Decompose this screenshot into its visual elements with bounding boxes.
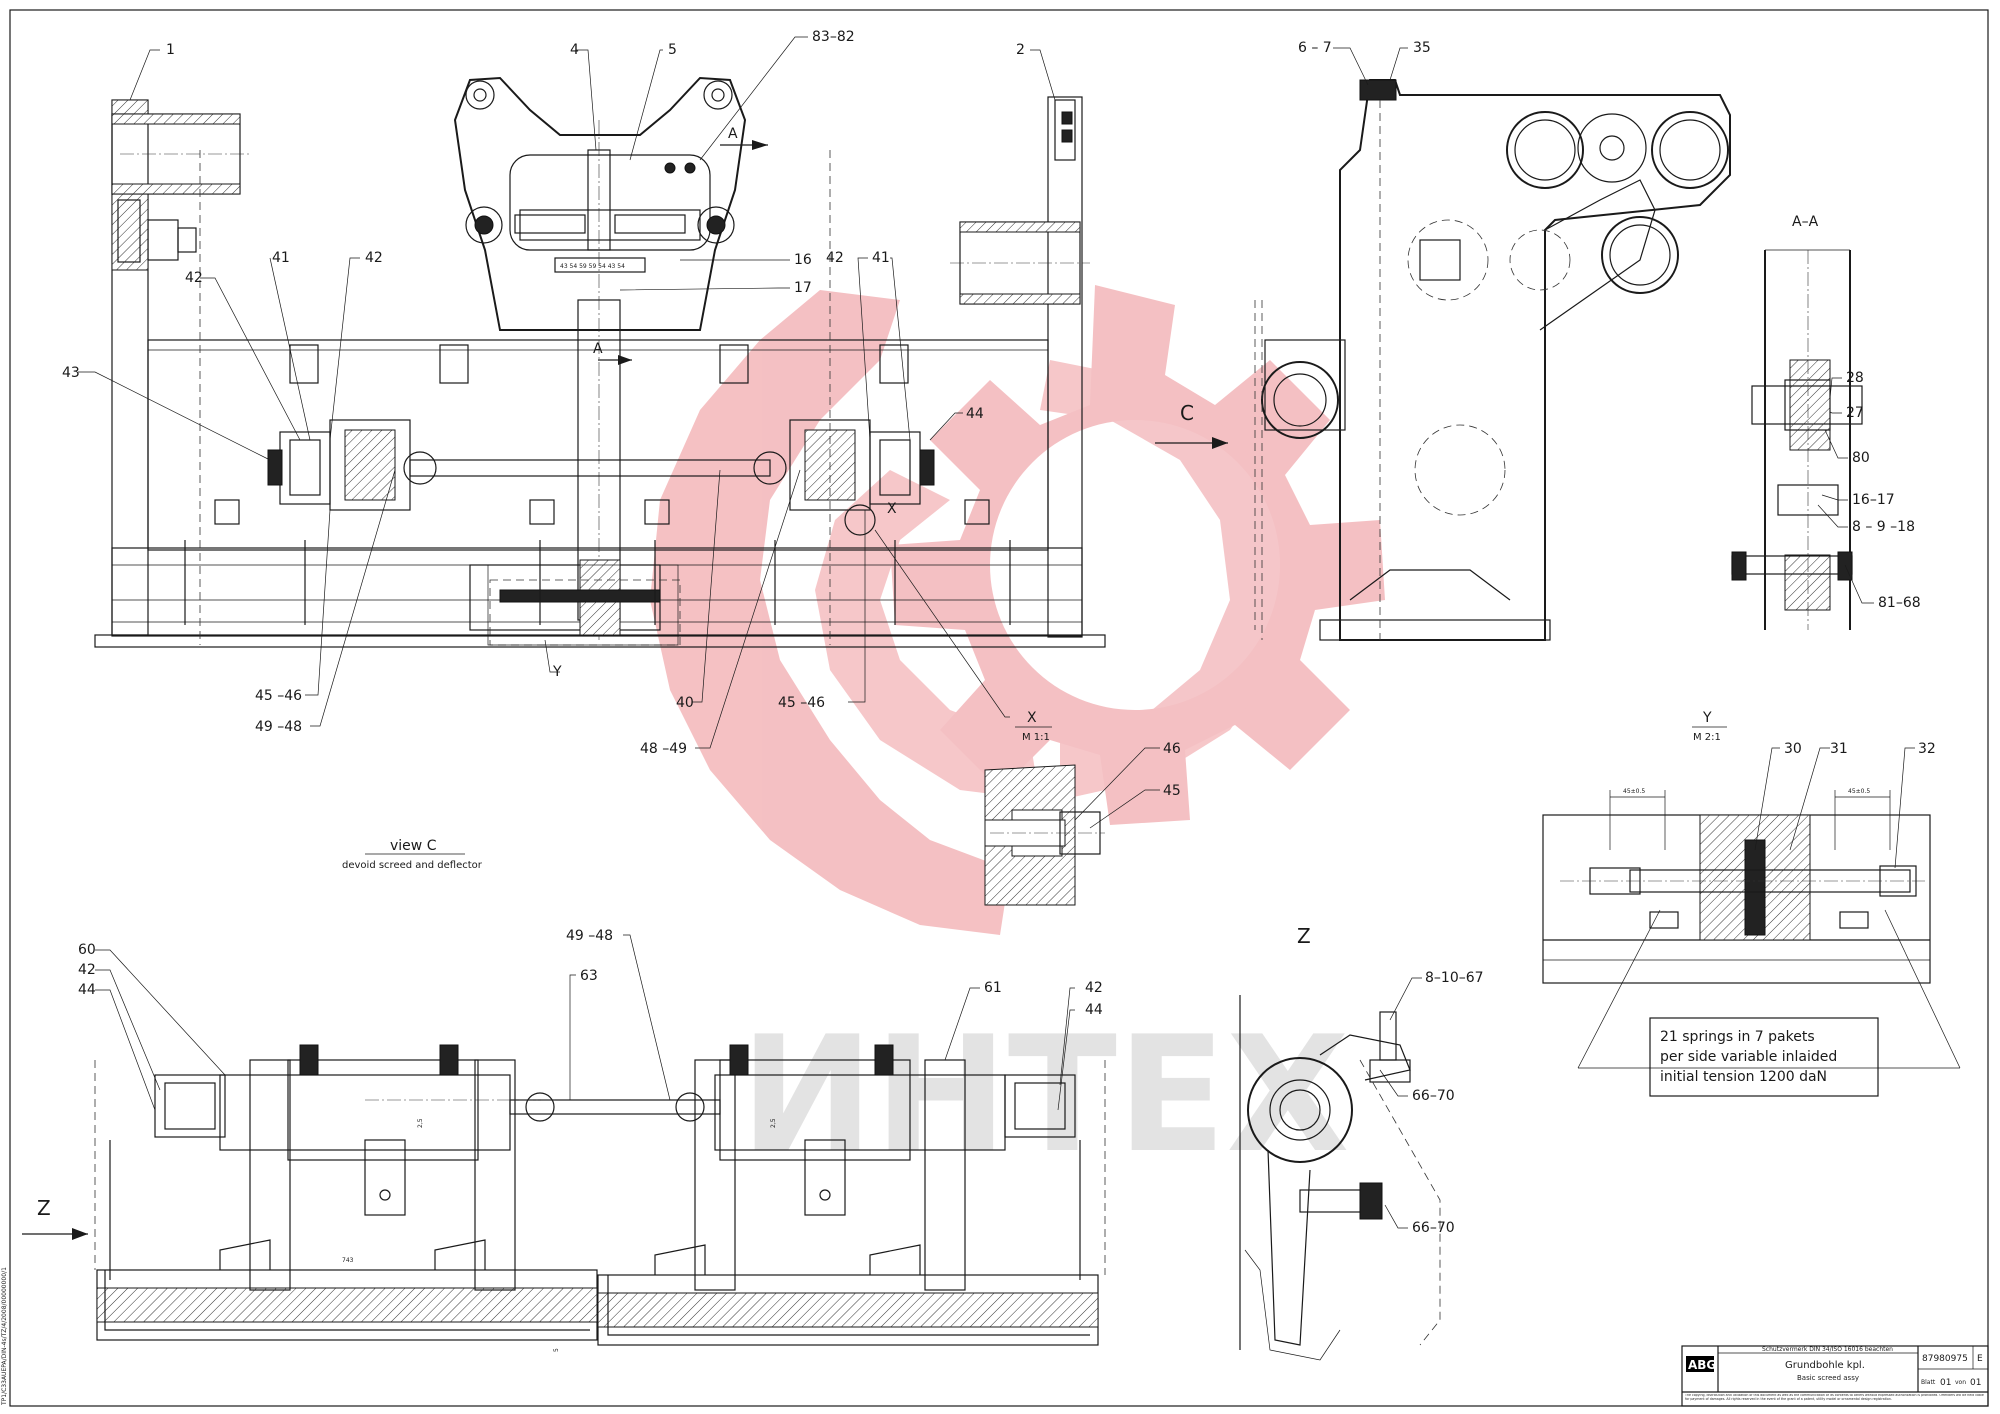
- detail-y-title: Y: [1702, 710, 1712, 726]
- scale-labels: 43 54 59 59 54 43 54: [560, 263, 625, 270]
- callout-42-b: 42: [365, 250, 383, 266]
- section-a-a: [1731, 249, 1863, 630]
- detail-y-scale: M 2:1: [1693, 732, 1721, 743]
- callout-83-82: 83–82: [812, 29, 855, 45]
- detail-x-title: X: [1027, 710, 1037, 726]
- arrow-z-label: Z: [37, 1196, 51, 1220]
- marker-y-label: Y: [552, 664, 562, 680]
- sheet-border: [9, 9, 1989, 1407]
- title-block: [1681, 1345, 1989, 1407]
- callout-41-a: 41: [272, 250, 290, 266]
- callout-2: 2: [1016, 42, 1025, 58]
- view-c-subtitle: devoid screed and deflector: [342, 860, 483, 871]
- callout-45-46-a: 45 –46: [255, 688, 302, 704]
- note-line-2: per side variable inlaided: [1660, 1049, 1837, 1065]
- callout-16: 16: [794, 252, 812, 268]
- callout-4: 4: [570, 42, 579, 58]
- company-note: Schutzvermerk DIN 34/ISO 16016 beachten: [1762, 1346, 1893, 1353]
- callout-42-c: 42: [826, 250, 844, 266]
- dim-45-left: 45±0.5: [1623, 788, 1645, 795]
- callout-16-17: 16–17: [1852, 492, 1895, 508]
- callout-60: 60: [78, 942, 96, 958]
- callout-49-48-a: 49 –48: [255, 719, 302, 735]
- view-z-title: Z: [1297, 924, 1311, 948]
- note-box: [1649, 1017, 1879, 1097]
- dim-743: 743: [342, 1257, 354, 1264]
- callout-44-c: 44: [1085, 1002, 1103, 1018]
- sheet-number: 01: [1940, 1378, 1951, 1388]
- callout-44-b: 44: [78, 982, 96, 998]
- callout-66-70-b: 66–70: [1412, 1220, 1455, 1236]
- callout-46: 46: [1163, 741, 1181, 757]
- callout-42-a: 42: [185, 270, 203, 286]
- callout-5: 5: [668, 42, 677, 58]
- side-view-c: [1254, 79, 1731, 641]
- watermark-gear-logo: [650, 285, 1385, 935]
- callout-8-10-67: 8–10–67: [1425, 970, 1484, 986]
- cut-a-top-label: A: [728, 126, 738, 142]
- detail-x: [984, 764, 1105, 906]
- front-view: 43 54 59 59 54 43 54: [94, 76, 1106, 648]
- drawing-number: 87980975: [1922, 1354, 1968, 1364]
- marker-x-label: X: [887, 501, 897, 517]
- drawing-title-de: Grundbohle kpl.: [1785, 1360, 1865, 1371]
- callout-45-46-b: 45 –46: [778, 695, 825, 711]
- watermark-text: ИНТЕХ: [740, 1001, 1350, 1188]
- callout-31: 31: [1830, 741, 1848, 757]
- view-arrows: [22, 140, 1727, 1240]
- callout-32: 32: [1918, 741, 1936, 757]
- dim-2-5-right: 2,5: [770, 1118, 777, 1128]
- view-z: [1239, 995, 1441, 1361]
- dim-2-5-left: 2,5: [417, 1118, 424, 1128]
- callout-61: 61: [984, 980, 1002, 996]
- drawing-title-en: Basic screed assy: [1797, 1374, 1859, 1382]
- callout-49-48-b: 49 –48: [566, 928, 613, 944]
- callout-80: 80: [1852, 450, 1870, 466]
- callout-42-e: 42: [1085, 980, 1103, 996]
- sheets-of-label: von: [1955, 1379, 1966, 1386]
- sheet-label: Blatt: [1921, 1379, 1936, 1386]
- callout-27: 27: [1846, 405, 1864, 421]
- callout-8-9-18: 8 – 9 –18: [1852, 519, 1915, 535]
- cut-a-mid-label: A: [593, 341, 603, 357]
- leader-lines: [78, 36, 1915, 1229]
- callout-30: 30: [1784, 741, 1802, 757]
- dim-45-right: 45±0.5: [1848, 788, 1870, 795]
- callout-41-b: 41: [872, 250, 890, 266]
- callout-45: 45: [1163, 783, 1181, 799]
- callout-63: 63: [580, 968, 598, 984]
- arrow-c-label: C: [1180, 401, 1194, 425]
- side-code: TP1/C33AUEPA/DIN-4s/TZ/4/2008/00000000/1: [1, 1267, 8, 1406]
- view-c-title: view C: [390, 838, 437, 854]
- note-line-1: 21 springs in 7 pakets: [1660, 1029, 1815, 1045]
- company-logo: ABG: [1688, 1358, 1716, 1372]
- callout-17: 17: [794, 280, 812, 296]
- callout-48-49: 48 –49: [640, 741, 687, 757]
- section-aa-title: A–A: [1792, 214, 1819, 230]
- callout-40: 40: [676, 695, 694, 711]
- detail-y: [1542, 790, 1961, 1069]
- title-block-legal: The copying, distribution and utilizatio…: [1685, 1394, 1984, 1401]
- detail-x-scale: M 1:1: [1022, 732, 1050, 743]
- callout-66-70-a: 66–70: [1412, 1088, 1455, 1104]
- callout-81-68: 81–68: [1878, 595, 1921, 611]
- note-line-3: initial tension 1200 daN: [1660, 1069, 1827, 1085]
- drawing-revision: E: [1977, 1354, 1983, 1364]
- callout-43: 43: [62, 365, 80, 381]
- callout-42-d: 42: [78, 962, 96, 978]
- sheets-total: 01: [1970, 1378, 1981, 1388]
- callout-44-a: 44: [966, 406, 984, 422]
- callout-35: 35: [1413, 40, 1431, 56]
- callout-1: 1: [166, 42, 175, 58]
- callout-6-7: 6 – 7: [1298, 40, 1332, 56]
- callout-28: 28: [1846, 370, 1864, 386]
- dim-5: 5: [553, 1348, 560, 1352]
